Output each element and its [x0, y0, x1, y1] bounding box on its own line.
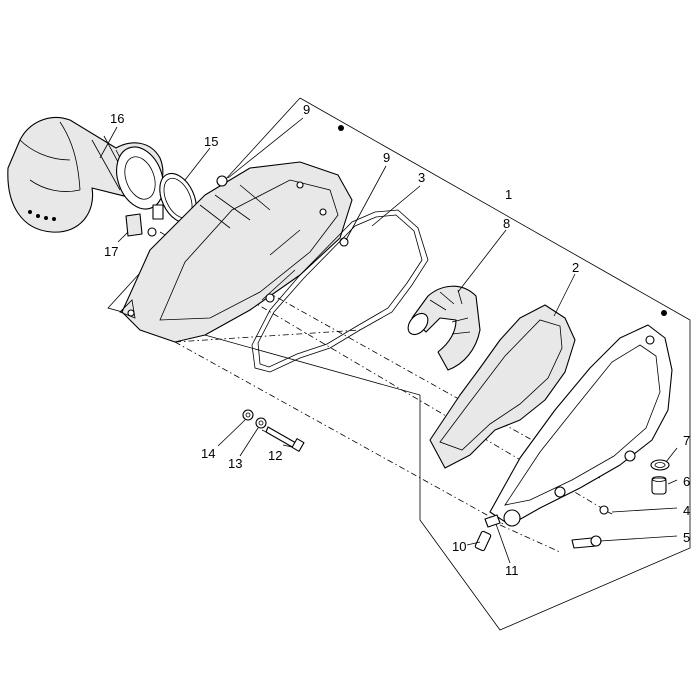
filter-element-part-2 — [429, 304, 576, 469]
callout-8: 8 — [503, 216, 510, 231]
drain-plug-part-10 — [474, 530, 492, 552]
bolt-part-12 — [265, 426, 305, 452]
screw-part-4 — [599, 505, 613, 515]
gasket-part-3 — [251, 209, 429, 373]
callout-4: 4 — [683, 503, 690, 518]
callout-14: 14 — [201, 446, 215, 461]
marker-dot — [338, 125, 344, 131]
callout-16: 16 — [110, 111, 124, 126]
callout-7: 7 — [683, 433, 690, 448]
leader-lines — [99, 117, 678, 564]
intake-duct-part-16 — [7, 116, 164, 233]
cap-part-6 — [651, 476, 667, 495]
filter-housing-cover — [489, 324, 673, 527]
marker-dot — [661, 310, 667, 316]
spring-clip-part-7 — [650, 459, 670, 471]
callout-1: 1 — [505, 187, 512, 202]
hose-clamp-part-15 — [152, 172, 197, 224]
washers-parts-13-14 — [242, 409, 267, 429]
callout-9-left: 9 — [303, 102, 310, 117]
callout-3: 3 — [418, 170, 425, 185]
callout-5: 5 — [683, 530, 690, 545]
callout-11: 11 — [505, 563, 519, 578]
callout-12: 12 — [268, 448, 282, 463]
callout-13: 13 — [228, 456, 242, 471]
screw-part-5 — [571, 535, 602, 549]
filter-housing-base — [119, 161, 353, 343]
callout-6: 6 — [683, 474, 690, 489]
callout-9-right: 9 — [383, 150, 390, 165]
callout-15: 15 — [204, 134, 218, 149]
clip-nut-part-17 — [125, 213, 157, 237]
callout-17: 17 — [104, 244, 118, 259]
elbow-tube-part-8 — [407, 285, 481, 371]
callout-10: 10 — [452, 539, 466, 554]
clip-part-11 — [484, 514, 501, 528]
callout-2: 2 — [572, 260, 579, 275]
